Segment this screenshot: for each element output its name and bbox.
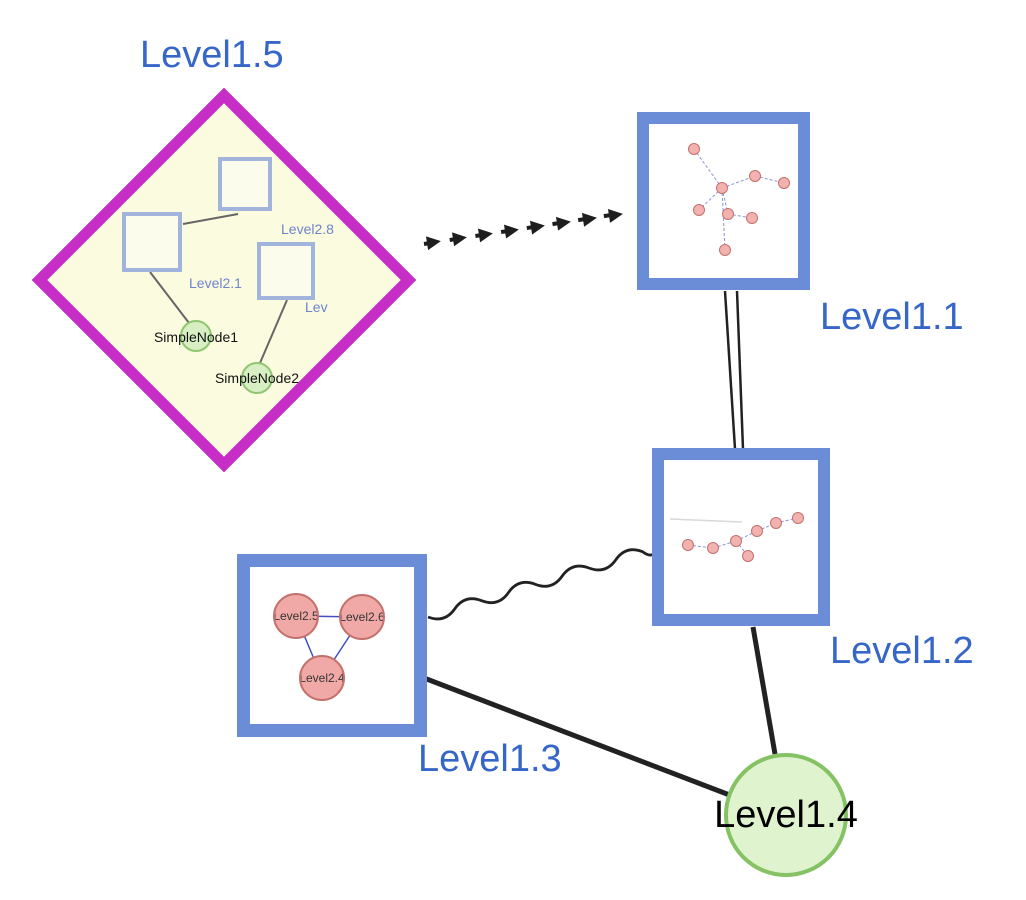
- label-level1-3: Level1.3: [418, 738, 562, 780]
- node-level1-2[interactable]: [652, 448, 830, 626]
- level1-2-subgraph: [669, 512, 804, 562]
- node-level2-5[interactable]: Level2.5: [273, 593, 319, 639]
- edge-level1-1-level1-2[interactable]: [723, 290, 745, 450]
- edge-level1-3-level1-2[interactable]: [427, 547, 659, 621]
- subgraph-edges: [693, 148, 785, 251]
- edge-level2-1-simplenode1[interactable]: [149, 271, 190, 324]
- label-level2-1: Level2.1: [189, 275, 242, 291]
- subgraph-faint-edge: [669, 518, 743, 523]
- edge-level1-5-level1-1[interactable]: [423, 207, 625, 251]
- node-level2-1[interactable]: [122, 212, 182, 272]
- label-level1-1: Level1.1: [820, 296, 964, 338]
- node-level2-8[interactable]: [218, 157, 272, 211]
- node-simplenode1[interactable]: [180, 320, 212, 352]
- label-level2-truncated: Lev: [305, 299, 328, 315]
- node-level2-6[interactable]: Level2.6: [339, 594, 385, 640]
- label-simplenode2: SimpleNode2: [214, 370, 300, 386]
- node-level1-3[interactable]: Level2.5 Level2.6 Level2.4: [237, 554, 427, 737]
- node-level1-4[interactable]: [724, 753, 848, 877]
- node-level2-truncated[interactable]: [257, 242, 315, 300]
- node-simplenode2[interactable]: [241, 362, 273, 394]
- node-level1-1[interactable]: [637, 112, 810, 290]
- edge-level2-x-simplenode2[interactable]: [259, 299, 288, 364]
- level1-1-subgraph: [688, 143, 790, 256]
- label-level1-5: Level1.5: [140, 34, 284, 76]
- subgraph-nodes: [682, 512, 804, 562]
- label-level1-2: Level1.2: [830, 630, 974, 672]
- label-level1-4: Level1.4: [714, 794, 858, 836]
- subgraph-nodes: [688, 143, 790, 256]
- level1-3-subgraph-edges: [295, 615, 363, 679]
- node-level2-4[interactable]: Level2.4: [299, 655, 345, 701]
- edge-level1-3-level1-4[interactable]: [423, 675, 741, 802]
- edge-level2-8-level2-1[interactable]: [182, 213, 239, 225]
- edge-level1-2-level1-4[interactable]: [750, 626, 778, 755]
- label-level2-8: Level2.8: [281, 221, 334, 237]
- label-simplenode1: SimpleNode1: [153, 329, 239, 345]
